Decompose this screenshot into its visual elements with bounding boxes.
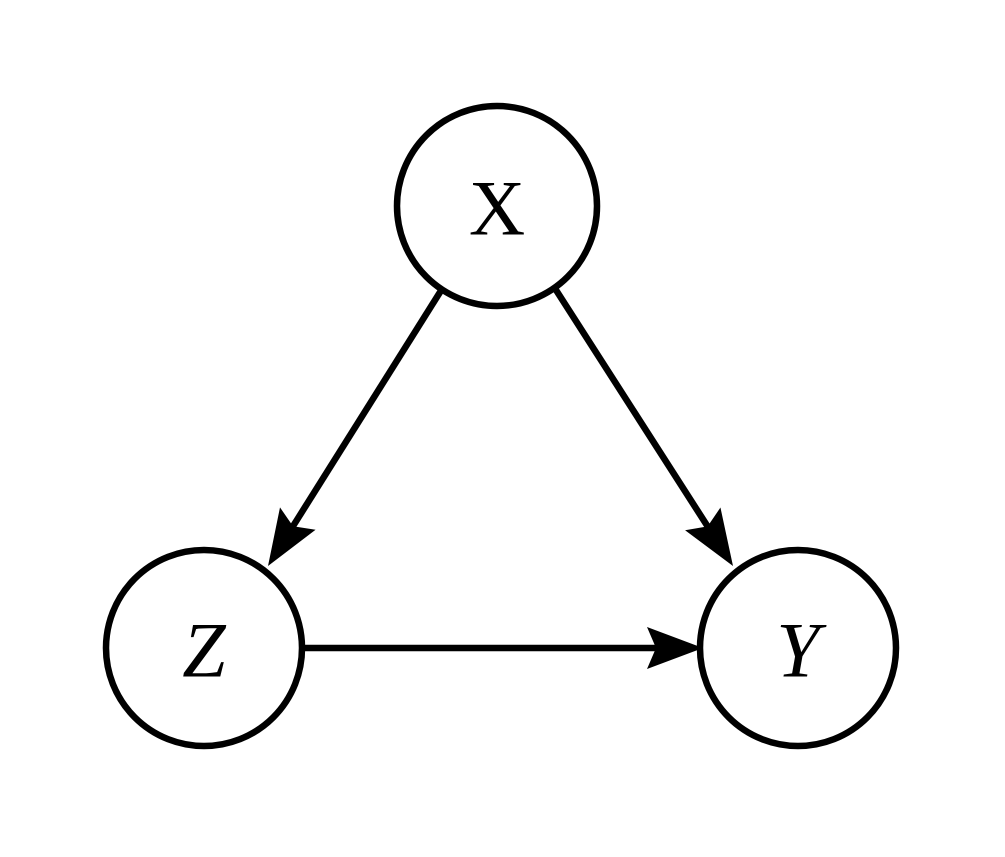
edge-x-to-y-line (553, 288, 711, 530)
node-y: Y (696, 546, 900, 750)
node-x: X (393, 102, 601, 310)
edge-z-to-y (303, 627, 703, 669)
edge-x-to-y-arrowhead (685, 507, 733, 566)
node-z: Z (102, 546, 306, 750)
edge-x-to-y (553, 288, 733, 566)
edge-x-to-z-arrowhead (268, 507, 316, 566)
edges-layer (268, 287, 733, 669)
nodes-layer: X Z Y (102, 102, 900, 750)
node-x-label: X (469, 165, 525, 252)
node-y-circle (696, 546, 900, 750)
node-z-label: Z (182, 607, 227, 694)
edge-x-to-z (268, 287, 445, 566)
node-x-circle (393, 102, 601, 310)
edge-x-to-z-line (289, 287, 445, 529)
edge-z-to-y-arrowhead (647, 627, 703, 669)
node-z-circle (102, 546, 306, 750)
node-y-label: Y (776, 607, 827, 694)
